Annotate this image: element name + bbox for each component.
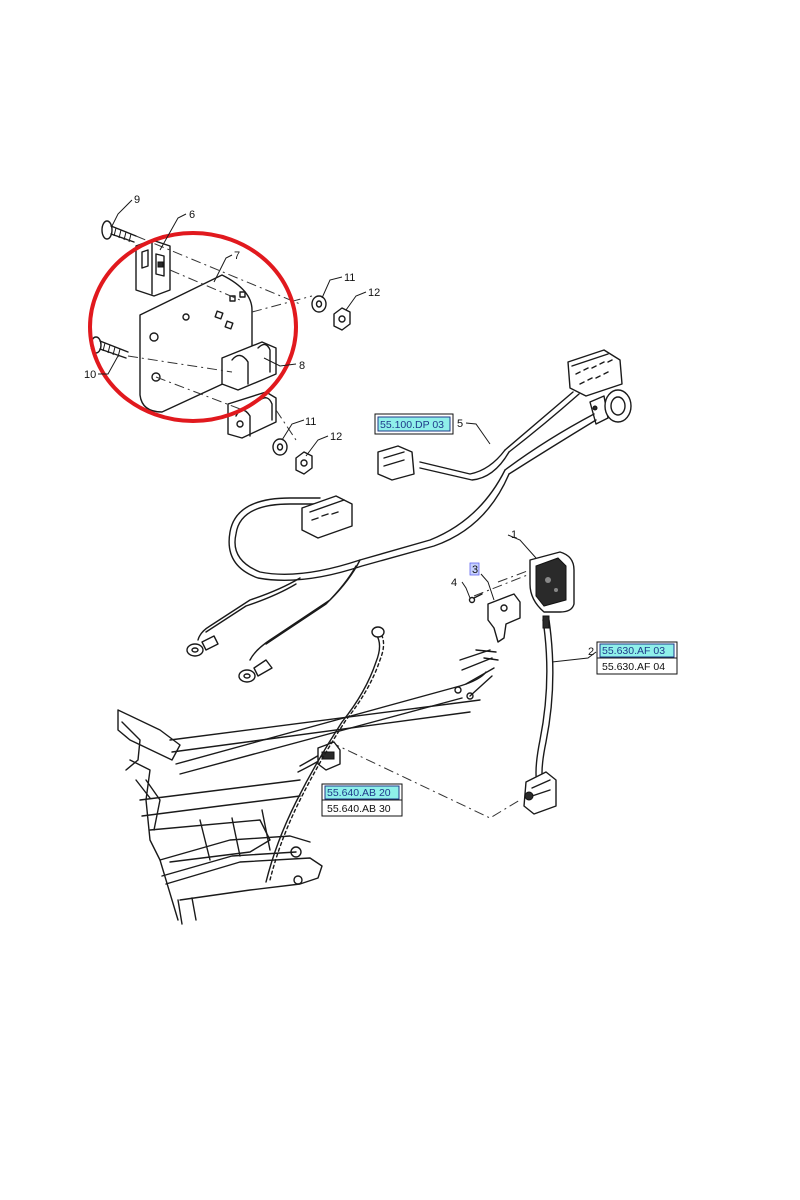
mounting-bracket-assembly — [90, 220, 351, 475]
leader-lines — [98, 199, 597, 663]
display-unit-1 — [473, 551, 575, 613]
callout-10: 10 — [84, 369, 96, 381]
connector-middle — [301, 495, 353, 539]
wiring-harness-5 — [186, 349, 632, 683]
ring-terminal-a — [186, 635, 219, 657]
callout-3: 3 — [472, 564, 478, 576]
washer-11-lower — [272, 438, 288, 456]
reference-label-top: 55.630.AF 03 — [602, 645, 665, 657]
callout-11-upper: 11 — [344, 272, 355, 284]
connector-left — [377, 445, 415, 481]
bolt-10 — [90, 336, 129, 359]
reference-55-100-dp-03[interactable]: 55.100.DP 03 — [374, 413, 454, 435]
cable-2 — [523, 615, 557, 815]
bolt-9 — [101, 220, 137, 243]
reference-label-bottom: 55.640.AB 30 — [327, 803, 391, 815]
cab-frame — [117, 626, 499, 925]
lower-clip — [227, 391, 277, 439]
ring-terminal-b — [238, 659, 273, 683]
reference-label: 55.100.DP 03 — [380, 419, 444, 431]
clip-8 — [221, 341, 277, 391]
screw-4 — [468, 593, 483, 604]
reference-label-top: 55.640.AB 20 — [327, 787, 391, 799]
callout-11-lower: 11 — [305, 416, 316, 428]
reference-label-bottom: 55.630.AF 04 — [602, 661, 665, 673]
callout-12-upper: 12 — [368, 287, 380, 299]
callout-9: 9 — [134, 194, 140, 206]
callout-3-highlight — [469, 562, 480, 576]
reference-55-640-ab[interactable]: 55.640.AB 20 55.640.AB 30 — [321, 783, 403, 817]
callout-7: 7 — [234, 250, 240, 262]
callout-5: 5 — [457, 418, 463, 430]
callout-6: 6 — [189, 209, 195, 221]
gasket-3 — [487, 593, 521, 643]
callout-12-lower: 12 — [330, 431, 342, 443]
washer-11-upper — [311, 295, 327, 313]
callout-1: 1 — [511, 529, 517, 541]
reference-55-630-af[interactable]: 55.630.AF 03 55.630.AF 04 — [596, 641, 678, 675]
callout-4: 4 — [451, 577, 457, 589]
nut-12-upper — [333, 307, 351, 331]
highlight-circle — [88, 231, 298, 423]
callout-8: 8 — [299, 360, 305, 372]
round-connector — [589, 389, 632, 425]
nut-12-lower — [295, 451, 313, 475]
clip-6 — [135, 239, 171, 297]
callout-labels: 9 6 7 8 10 11 12 11 12 5 1 3 4 2 — [84, 194, 594, 658]
connector-14pin — [567, 349, 623, 397]
harness-connector — [317, 741, 341, 771]
callout-2: 2 — [588, 646, 594, 658]
